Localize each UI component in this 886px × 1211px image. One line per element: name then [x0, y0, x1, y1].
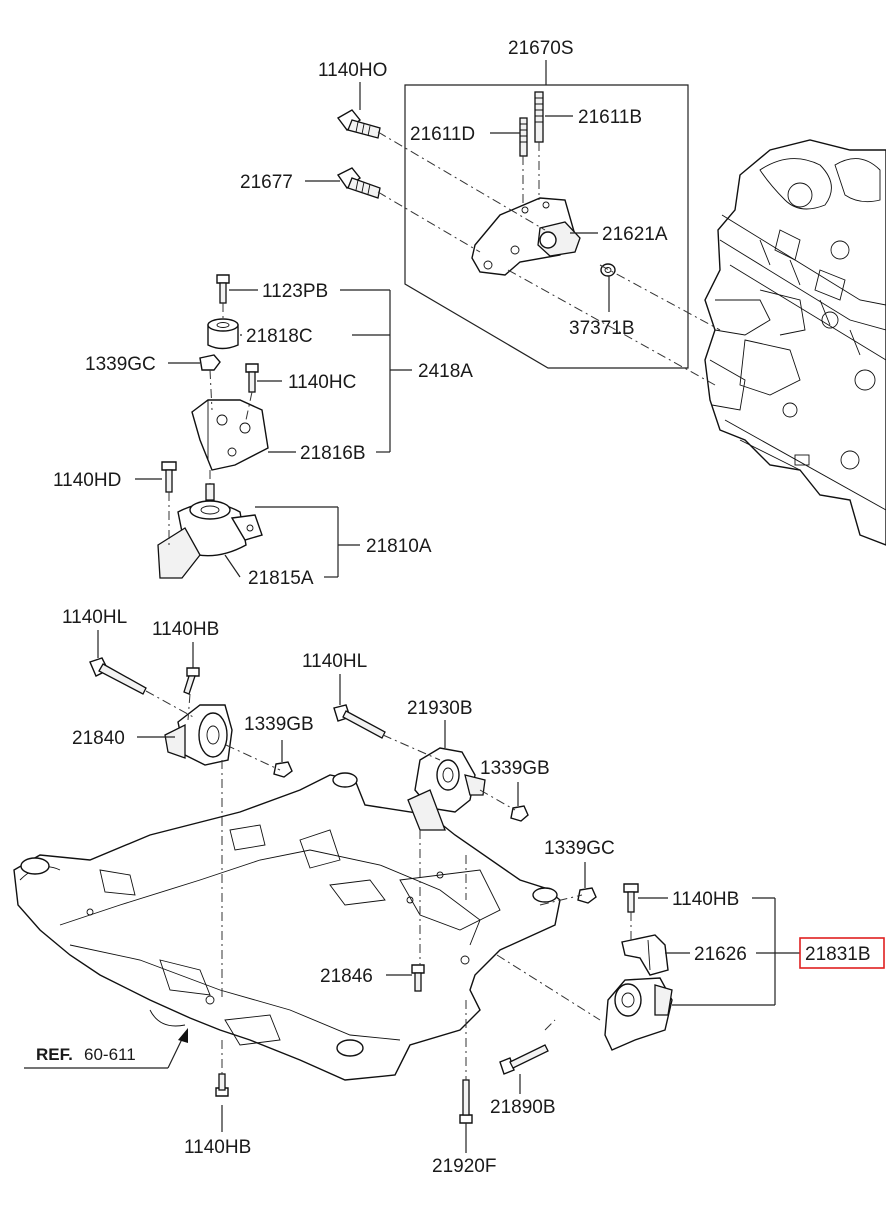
label-21677: 21677 — [240, 172, 293, 193]
bolt-1123PB — [216, 274, 230, 304]
label-1339GC-right: 1339GC — [544, 838, 615, 859]
label-1140HL-left: 1140HL — [62, 607, 127, 628]
nut-1339GC-top — [199, 354, 221, 371]
label-1123PB: 1123PB — [262, 281, 328, 302]
label-2418A: 2418A — [418, 361, 473, 382]
engine-block-drawing — [704, 139, 886, 546]
mount-21831B — [604, 977, 673, 1051]
label-21815A: 21815A — [248, 568, 314, 589]
label-1339GC-top: 1339GC — [85, 354, 156, 375]
label-1140HD: 1140HD — [53, 470, 121, 491]
label-1140HB-right: 1140HB — [672, 889, 739, 910]
label-1339GB-left: 1339GB — [244, 714, 314, 735]
nut-1339GC-right — [577, 887, 597, 904]
label-21818C: 21818C — [246, 326, 313, 347]
label-21831B[interactable]: 21831B — [805, 944, 871, 965]
bolt-1140HC — [245, 363, 259, 393]
bolt-1140HB-bottom — [215, 1073, 229, 1097]
label-ref-number: 60-611 — [84, 1045, 136, 1064]
bolt-21677 — [336, 167, 381, 199]
mid-left-guide-lines — [168, 303, 253, 545]
label-21670S: 21670S — [508, 38, 574, 59]
label-21816B: 21816B — [300, 443, 366, 464]
bracket-group-box — [404, 60, 689, 369]
label-21626: 21626 — [694, 944, 747, 965]
stud-21611B — [534, 91, 544, 143]
top-group-guide-lines — [377, 131, 721, 386]
label-1140HC: 1140HC — [288, 372, 356, 393]
label-1140HL-mid: 1140HL — [302, 651, 367, 672]
bolt-1140HD — [161, 461, 177, 493]
bolt-1140HO — [336, 109, 381, 139]
label-21920F: 21920F — [432, 1156, 496, 1177]
bolt-1140HL-left — [89, 657, 147, 695]
bracket-21816B — [191, 399, 269, 471]
highlight-box-21831B — [799, 937, 885, 969]
bracket-21626 — [621, 934, 669, 976]
label-1140HB-bottom: 1140HB — [184, 1137, 251, 1158]
bolt-1140HL-mid — [333, 704, 386, 739]
label-1140HO: 1140HO — [318, 60, 387, 81]
lower-guide-lines — [145, 690, 632, 1080]
label-21611D: 21611D — [410, 124, 475, 145]
stud-21611D — [519, 117, 528, 157]
label-21846: 21846 — [320, 966, 373, 987]
bolt-21920F — [459, 1079, 473, 1124]
mount-21810A — [157, 483, 263, 579]
label-21611B: 21611B — [578, 107, 642, 128]
mount-21930B — [407, 747, 486, 831]
bolt-21890B — [499, 1044, 549, 1075]
label-21810A: 21810A — [366, 536, 432, 557]
label-37371B: 37371B — [569, 318, 635, 339]
subframe-21846-crossmember — [13, 772, 561, 1081]
mount-21840 — [164, 704, 233, 766]
label-21840: 21840 — [72, 728, 125, 749]
label-ref-bold: REF. — [36, 1045, 73, 1064]
label-21621A: 21621A — [602, 224, 668, 245]
mid-left-leaders — [135, 289, 412, 578]
bolt-1140HB-right — [623, 883, 639, 913]
label-21930B: 21930B — [407, 698, 473, 719]
bushing-21818C — [207, 318, 239, 350]
washer-37371B — [600, 263, 616, 277]
label-1339GB-right: 1339GB — [480, 758, 550, 779]
nut-1339GB-left — [273, 761, 293, 778]
bracket-21621A — [471, 197, 581, 276]
bolt-1140HB-top — [183, 667, 200, 695]
lower-leaders — [24, 630, 800, 1153]
nut-1339GB-right — [510, 805, 529, 822]
top-group-leaders — [305, 82, 610, 312]
label-21890B: 21890B — [490, 1097, 556, 1118]
label-1140HB-top: 1140HB — [152, 619, 219, 640]
